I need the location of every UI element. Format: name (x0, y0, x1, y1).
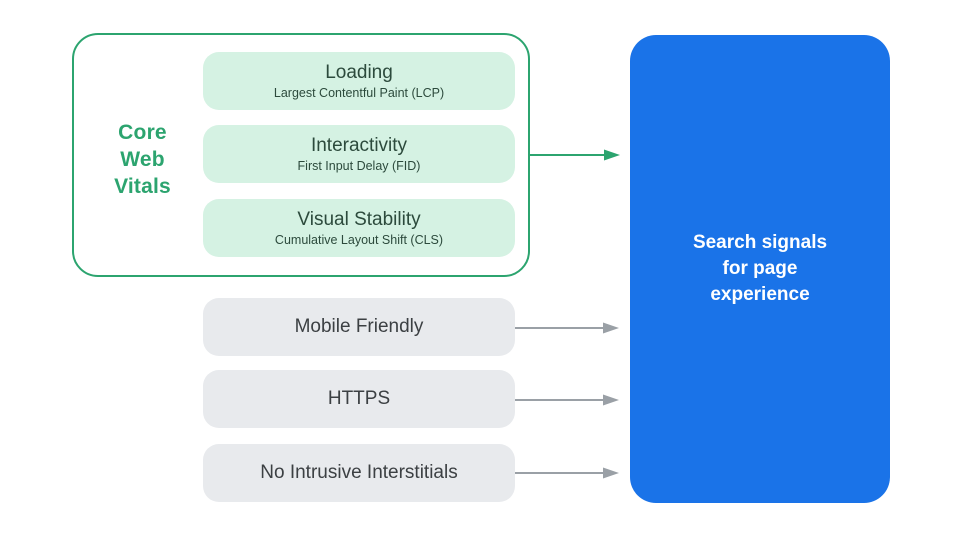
arrow-no-intrusive-interstitials-icon (515, 467, 619, 479)
signal-pill-mobile-friendly: Mobile Friendly (203, 298, 515, 356)
core-web-vitals-label-line: Web (120, 148, 165, 171)
signal-pill-https: HTTPS (203, 370, 515, 428)
search-signals-box: Search signals for page experience (630, 35, 890, 503)
vital-title: Loading (325, 62, 393, 83)
core-web-vitals-label: Core Web Vitals (85, 119, 200, 200)
signal-label: No Intrusive Interstitials (260, 462, 458, 483)
vital-pill-loading: Loading Largest Contentful Paint (LCP) (203, 52, 515, 110)
vital-pill-interactivity: Interactivity First Input Delay (FID) (203, 125, 515, 183)
search-signals-label-line: for page (722, 258, 798, 279)
vital-subtitle: First Input Delay (FID) (297, 159, 421, 173)
core-web-vitals-label-line: Core (118, 121, 167, 144)
vital-title: Visual Stability (297, 209, 421, 230)
vital-pill-visual-stability: Visual Stability Cumulative Layout Shift… (203, 199, 515, 257)
arrow-https-icon (515, 394, 619, 406)
signal-label: Mobile Friendly (294, 316, 424, 337)
arrow-mobile-friendly-icon (515, 322, 619, 334)
signal-label: HTTPS (327, 388, 391, 409)
search-signals-label-line: experience (710, 284, 810, 305)
signal-pill-no-intrusive-interstitials: No Intrusive Interstitials (203, 444, 515, 502)
vital-subtitle: Largest Contentful Paint (LCP) (273, 86, 445, 100)
core-web-vitals-label-line: Vitals (114, 175, 171, 198)
vital-subtitle: Cumulative Layout Shift (CLS) (274, 233, 444, 247)
search-signals-label-line: Search signals (692, 232, 828, 253)
arrow-core-web-vitals-icon (530, 149, 620, 161)
vital-title: Interactivity (310, 135, 408, 156)
